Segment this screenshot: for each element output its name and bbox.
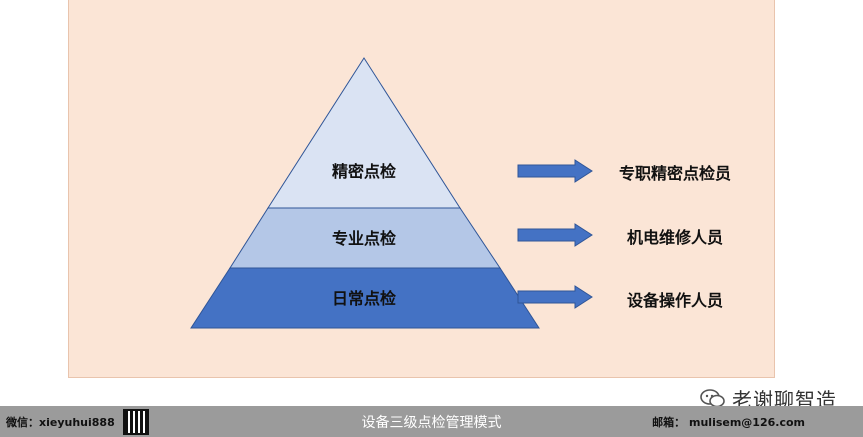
role-label-maintenance-staff: 机电维修人员: [627, 228, 724, 247]
pyramid-tier-bottom: [190, 267, 540, 329]
tier-label-precision: 精密点检: [331, 162, 396, 181]
pyramid-tier-top: [267, 57, 461, 209]
wechat-id-text: 微信：xieyuhui888: [6, 415, 115, 429]
arrow-right-icon: [517, 223, 593, 247]
pyramid-diagram: [190, 57, 593, 329]
tier-label-daily: 日常点检: [331, 289, 396, 308]
tier-label-professional: 专业点检: [331, 229, 396, 248]
footer-email: 邮箱： mulisem@126.com: [652, 415, 805, 429]
role-label-operators: 设备操作人员: [627, 291, 724, 310]
role-label-precision-inspector: 专职精密点检员: [619, 164, 732, 183]
qr-code-icon: [122, 408, 149, 435]
footer-bar: 微信：xieyuhui888 设备三级点检管理模式 邮箱： mulisem@12…: [0, 406, 863, 437]
footer-wechat: 微信：xieyuhui888: [6, 406, 149, 437]
arrow-right-icon: [517, 159, 593, 183]
arrow-right-icon: [517, 285, 593, 309]
